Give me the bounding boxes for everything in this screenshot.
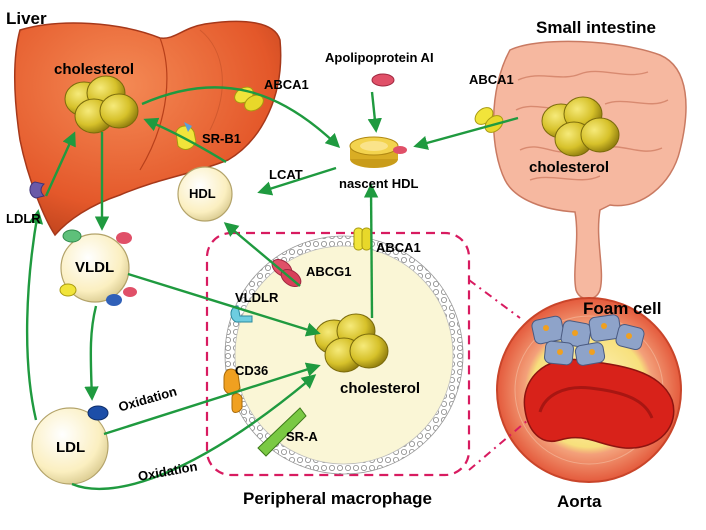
liver-organ <box>13 20 282 237</box>
liver-cholesterol-label: cholesterol <box>54 61 135 78</box>
abca1-macrophage-transporter <box>353 227 372 251</box>
cd36-label: CD36 <box>235 363 269 378</box>
macrophage-cholesterol-cluster <box>314 313 389 373</box>
macrophage-cholesterol-label: cholesterol <box>340 380 421 397</box>
intestine-cholesterol-label: cholesterol <box>529 159 610 176</box>
sr-a-label: SR-A <box>286 429 318 444</box>
macrophage-boundary-box <box>205 231 471 477</box>
sr-b1-receptor <box>175 122 197 150</box>
nascent-hdl-disc <box>349 136 407 168</box>
vldlr-label: VLDLR <box>235 290 279 305</box>
cd36-receptor <box>223 368 243 413</box>
abca1-liver-transporter <box>234 86 264 112</box>
nascent-hdl-label: nascent HDL <box>339 176 419 191</box>
hdl-particle <box>177 166 233 222</box>
sr-b1-label: SR-B1 <box>202 131 242 146</box>
sr-a-receptor <box>257 407 307 457</box>
small-intestine-label: Small intestine <box>536 18 656 37</box>
liver-label: Liver <box>6 9 47 28</box>
intestine-cholesterol-cluster <box>541 96 620 157</box>
foam-cell-label: Foam cell <box>583 299 662 318</box>
abca1-intestine-label: ABCA1 <box>469 72 514 87</box>
peripheral-macrophage-label: Peripheral macrophage <box>243 489 432 508</box>
ldlr-receptor <box>29 181 45 199</box>
abca1-macrophage-label: ABCA1 <box>376 240 421 255</box>
small-intestine-organ <box>492 40 687 300</box>
pathway-arrows <box>25 86 519 491</box>
hdl-label: HDL <box>189 186 216 201</box>
foam-cell-cluster <box>531 314 645 366</box>
apolipoprotein-ai-molecule <box>371 73 395 87</box>
vldl-label: VLDL <box>75 259 115 276</box>
apolipoprotein-label: Apolipoprotein AI <box>325 50 434 65</box>
lcat-label: LCAT <box>269 167 303 182</box>
vldl-particle <box>59 229 137 306</box>
ldl-label: LDL <box>56 439 86 456</box>
abcg1-label: ABCG1 <box>306 264 352 279</box>
ldl-particle <box>31 405 109 485</box>
aorta-label: Aorta <box>557 492 602 511</box>
abca1-liver-label: ABCA1 <box>264 77 309 92</box>
zoom-connector <box>468 279 529 471</box>
liver-cholesterol-cluster <box>64 75 139 134</box>
ldlr-label: LDLR <box>6 211 41 226</box>
